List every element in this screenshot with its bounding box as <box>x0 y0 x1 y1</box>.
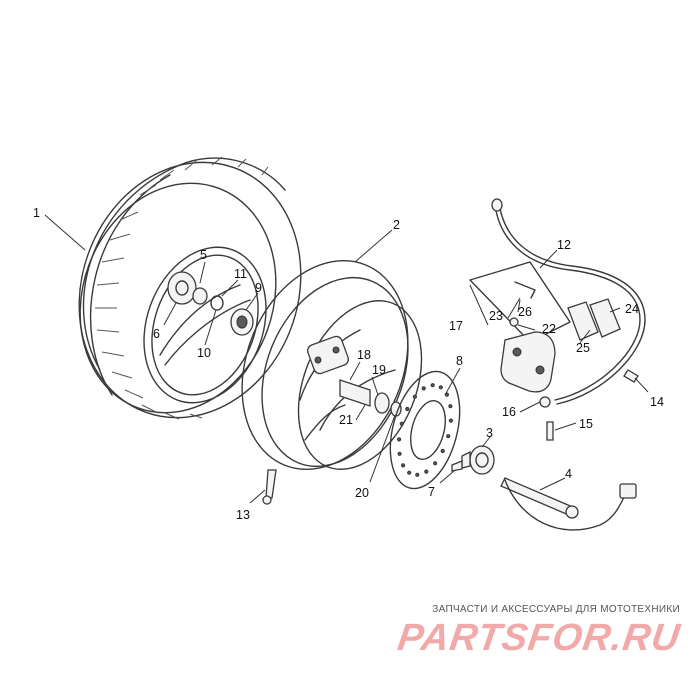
disc-hole <box>397 437 402 442</box>
callout-20: 20 <box>355 486 369 500</box>
valve-stem <box>262 469 277 505</box>
watermark-brand: PARTSFOR.RU <box>395 617 684 659</box>
disc-hole <box>424 469 429 474</box>
rim <box>241 259 423 471</box>
disc-hole <box>401 463 406 468</box>
disc-hole <box>412 394 417 399</box>
disc-hole <box>405 406 410 412</box>
disc-hole <box>397 451 402 456</box>
axle-and-cable <box>500 477 637 531</box>
callout-1: 1 <box>33 206 40 220</box>
callout-18: 18 <box>357 348 371 362</box>
callout-9: 9 <box>255 281 262 295</box>
callout-11: 11 <box>234 267 247 281</box>
leader-lines <box>44 214 649 504</box>
callout-8: 8 <box>456 354 463 368</box>
callout-10: 10 <box>197 346 211 360</box>
disc-hole <box>415 472 420 477</box>
brake-disc <box>389 370 461 490</box>
disc-hole <box>433 461 438 466</box>
callout-21: 21 <box>339 413 353 427</box>
callout-12: 12 <box>557 238 571 252</box>
disc-hole <box>448 418 453 423</box>
callout-16: 16 <box>502 405 516 419</box>
watermark-footer: ЗАПЧАСТИ И АКСЕССУАРЫ ДЛЯ МОТОТЕХНИКИ PA… <box>395 604 684 660</box>
callout-13: 13 <box>236 508 250 522</box>
disc-hole <box>440 448 445 454</box>
disc-hole <box>446 434 451 439</box>
callout-14: 14 <box>650 395 664 409</box>
disc-hole <box>407 470 412 475</box>
callout-labels: 1 2 3 4 5 6 7 8 9 10 11 12 13 14 15 16 1… <box>33 206 664 522</box>
speedo-drive <box>451 445 495 475</box>
callout-6: 6 <box>153 327 160 341</box>
callout-4: 4 <box>565 467 572 481</box>
callout-26: 26 <box>518 305 532 319</box>
callout-7: 7 <box>428 485 435 499</box>
caliper-group <box>469 261 621 393</box>
callout-17: 17 <box>449 319 463 333</box>
callout-24: 24 <box>625 302 639 316</box>
disc-hole <box>438 385 443 390</box>
callout-5: 5 <box>200 248 207 262</box>
watermark-tagline: ЗАПЧАСТИ И АКСЕССУАРЫ ДЛЯ МОТОТЕХНИКИ <box>432 604 680 615</box>
callout-23: 23 <box>489 309 503 323</box>
disc-hole <box>399 421 404 426</box>
disc-hole <box>430 383 435 388</box>
disc-hole <box>421 386 426 391</box>
brake-hose <box>491 198 646 405</box>
disc-hole <box>448 404 453 409</box>
callout-3: 3 <box>486 426 493 440</box>
callout-22: 22 <box>542 322 556 336</box>
callout-15: 15 <box>579 417 593 431</box>
bolts <box>539 369 639 441</box>
spacers-bearings <box>339 379 402 417</box>
hub-small-parts <box>167 271 254 336</box>
callout-19: 19 <box>372 363 386 377</box>
callout-25: 25 <box>576 341 590 355</box>
callout-2: 2 <box>393 218 400 232</box>
